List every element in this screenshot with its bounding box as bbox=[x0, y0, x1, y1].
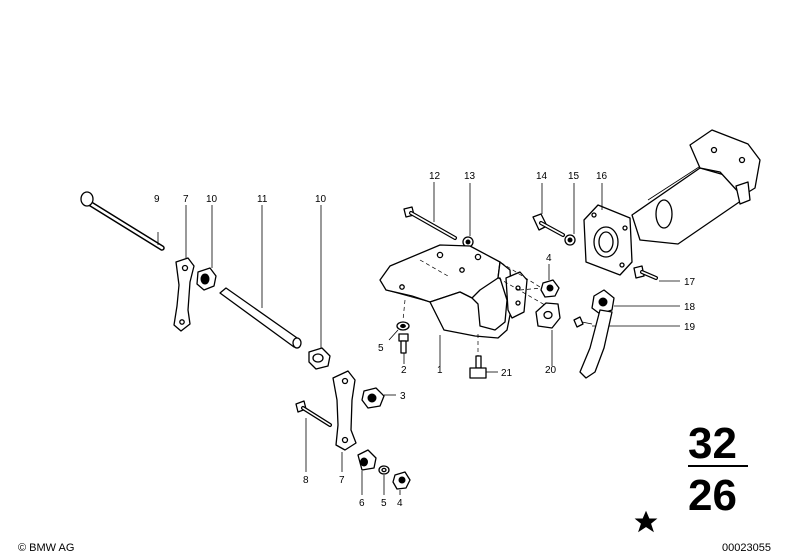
screw-19 bbox=[573, 316, 680, 328]
nut-4-lower bbox=[392, 471, 411, 495]
bolt-8 bbox=[295, 400, 332, 472]
label-21: 21 bbox=[501, 368, 513, 379]
shift-lever-strip bbox=[579, 309, 613, 379]
callout-labels: 9 7 10 11 10 12 13 14 15 16 4 17 18 19 5… bbox=[154, 171, 696, 509]
washer-15 bbox=[564, 183, 576, 246]
group-code: 32 26 bbox=[688, 419, 748, 520]
column-tube-16 bbox=[583, 129, 761, 276]
nut-3 bbox=[361, 387, 396, 409]
assembly-guides bbox=[402, 245, 546, 356]
label-7-left: 7 bbox=[183, 194, 189, 205]
washer-5-lower bbox=[378, 465, 390, 495]
label-15: 15 bbox=[568, 171, 580, 182]
label-10-right: 10 bbox=[315, 194, 327, 205]
lever-bracket-7-left bbox=[173, 205, 195, 332]
bracket-1 bbox=[379, 244, 528, 366]
label-18: 18 bbox=[684, 302, 696, 313]
bolt-17 bbox=[633, 265, 680, 282]
label-16: 16 bbox=[596, 171, 608, 182]
rod-11 bbox=[219, 205, 302, 349]
bolt-9 bbox=[80, 191, 165, 251]
label-14: 14 bbox=[536, 171, 548, 182]
label-17: 17 bbox=[684, 277, 696, 288]
document-number: 00023055 bbox=[722, 542, 771, 554]
label-3: 3 bbox=[400, 391, 406, 402]
bush-10-left bbox=[196, 205, 217, 291]
washer-5-upper bbox=[388, 321, 410, 341]
label-11: 11 bbox=[257, 194, 268, 205]
label-8: 8 bbox=[303, 475, 309, 486]
nut-4-upper bbox=[540, 264, 560, 298]
label-19: 19 bbox=[684, 322, 696, 333]
clamp-18 bbox=[591, 289, 680, 315]
label-13: 13 bbox=[464, 171, 476, 182]
plate-20 bbox=[535, 302, 561, 366]
star-icon bbox=[634, 510, 658, 533]
bolt-14 bbox=[532, 183, 565, 237]
label-5-lower: 5 bbox=[381, 498, 387, 509]
bush-6 bbox=[357, 449, 377, 495]
label-9: 9 bbox=[154, 194, 160, 205]
bolt-21 bbox=[469, 355, 498, 379]
washer-13 bbox=[462, 183, 474, 248]
label-10-left: 10 bbox=[206, 194, 218, 205]
label-4-lower: 4 bbox=[397, 498, 403, 509]
group-code-top: 32 bbox=[688, 419, 737, 468]
label-5-upper: 5 bbox=[378, 343, 384, 354]
label-6: 6 bbox=[359, 498, 365, 509]
bush-10-right bbox=[308, 205, 331, 370]
bolt-2 bbox=[398, 333, 409, 364]
label-4-upper: 4 bbox=[546, 253, 552, 264]
bolt-12 bbox=[403, 182, 457, 240]
label-7-lower: 7 bbox=[339, 475, 345, 486]
label-12: 12 bbox=[429, 171, 441, 182]
label-2: 2 bbox=[401, 365, 407, 376]
lever-7-lower bbox=[332, 370, 357, 472]
copyright-text: © BMW AG bbox=[18, 542, 74, 554]
group-code-bottom: 26 bbox=[688, 471, 737, 520]
label-20: 20 bbox=[545, 365, 557, 376]
label-1: 1 bbox=[437, 365, 443, 376]
